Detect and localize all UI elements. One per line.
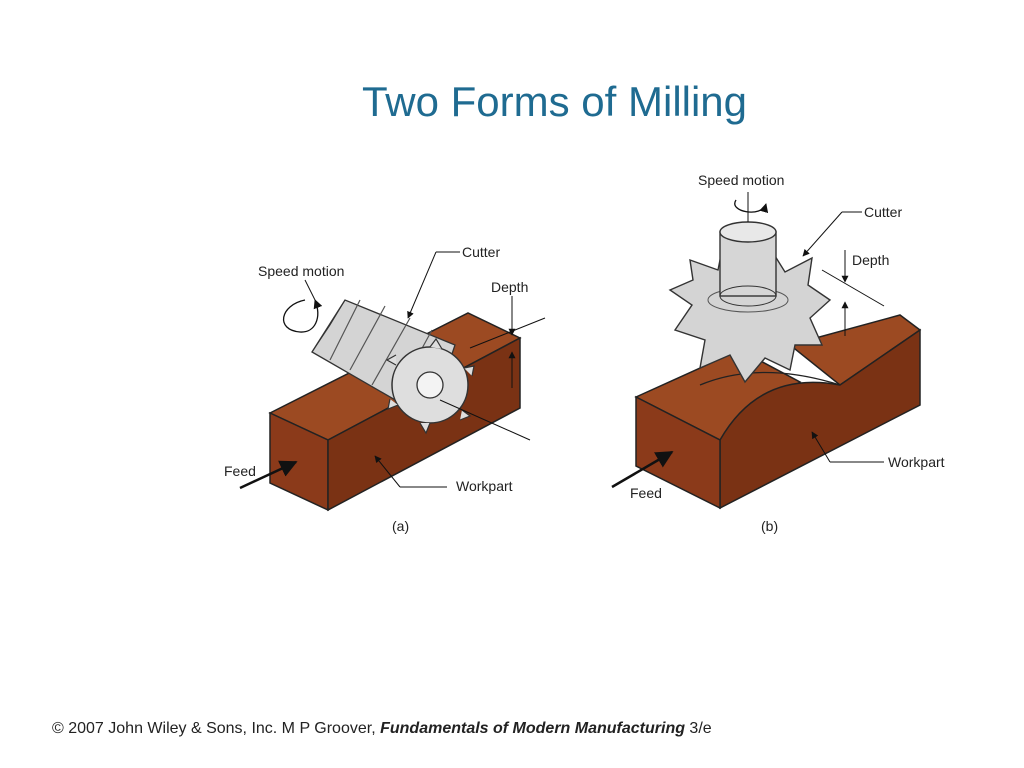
depth-label-a: Depth <box>491 279 528 295</box>
caption-b: (b) <box>761 518 778 534</box>
speed-motion-arrow-b <box>734 199 769 214</box>
slide-title: Two Forms of Milling <box>361 78 748 125</box>
copyright-footer: © 2007 John Wiley & Sons, Inc. M P Groov… <box>52 720 712 738</box>
cut-line-a <box>439 399 531 441</box>
workpart-label-a: Workpart <box>456 478 513 494</box>
speed-motion-label-a: Speed motion <box>258 263 344 279</box>
cutter-leader-b2 <box>802 211 843 257</box>
cutter-label-b: Cutter <box>864 204 902 220</box>
depth-label-b: Depth <box>852 252 889 268</box>
caption-a: (a) <box>392 518 409 534</box>
figure-a: Speed motion Cutter Depth Feed Workpart … <box>224 244 546 534</box>
depth-line-b1 <box>821 269 885 307</box>
feed-arrow-b <box>611 450 674 489</box>
feed-arrow-a <box>239 460 298 490</box>
depth-line-a <box>469 317 546 349</box>
speed-motion-label-b: Speed motion <box>698 172 784 188</box>
workpart-leader-b2 <box>811 431 831 463</box>
cutter-leader-a2 <box>407 251 437 319</box>
feed-label-a: Feed <box>224 463 256 479</box>
cutter-label-a: Cutter <box>462 244 500 260</box>
feed-label-b: Feed <box>630 485 662 501</box>
figure-b: Speed motion Cutter Depth Feed Workpart … <box>611 172 945 534</box>
workpart-block-b <box>634 314 922 510</box>
footer-suffix: 3/e <box>684 720 712 737</box>
workpart-leader-a2 <box>374 455 401 488</box>
speed-motion-arrow-a <box>282 299 323 333</box>
speed-motion-leader-a <box>304 279 316 301</box>
workpart-label-b: Workpart <box>888 454 945 470</box>
footer-prefix: © 2007 John Wiley & Sons, Inc. M P Groov… <box>52 720 381 737</box>
cutter-b <box>668 221 832 384</box>
footer-book-title: Fundamentals of Modern Manufacturing <box>380 720 685 737</box>
